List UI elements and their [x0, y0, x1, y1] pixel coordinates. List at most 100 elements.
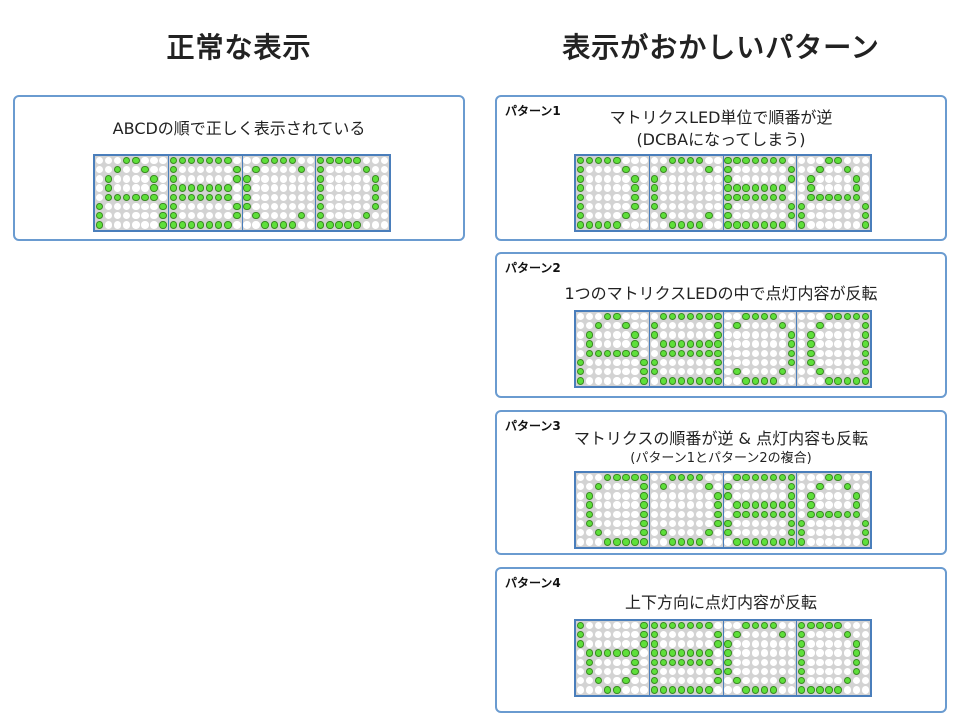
led-off: [233, 156, 241, 165]
led-off: [279, 202, 288, 211]
led-off: [187, 165, 196, 174]
led-off: [696, 640, 704, 648]
led-off: [733, 312, 741, 321]
led-off: [261, 202, 269, 211]
led-off: [640, 676, 648, 685]
led-off: [816, 184, 824, 192]
led-on: [733, 501, 741, 509]
led-matrix-c: [241, 156, 316, 230]
led-off: [843, 492, 851, 500]
led-off: [659, 676, 668, 685]
led-on: [594, 321, 603, 330]
led-display-pattern-1: [574, 154, 872, 232]
led-off: [631, 519, 639, 528]
led-off: [622, 340, 630, 348]
led-on: [714, 630, 722, 639]
led-off: [816, 312, 824, 321]
led-off: [714, 221, 722, 229]
led-off: [243, 211, 251, 220]
led-off: [816, 175, 824, 183]
led-off: [668, 184, 677, 192]
led-off: [852, 221, 860, 229]
led-off: [733, 649, 741, 657]
led-on: [668, 377, 677, 385]
led-off: [861, 640, 870, 648]
led-on: [640, 501, 648, 509]
led-on: [576, 165, 585, 174]
led-on: [659, 349, 668, 357]
led-off: [297, 193, 306, 201]
led-off: [113, 175, 122, 183]
led-off: [760, 358, 769, 367]
led-off: [576, 492, 585, 500]
led-on: [594, 349, 603, 357]
led-on: [178, 193, 187, 201]
led-on: [714, 501, 722, 509]
led-off: [843, 686, 851, 694]
led-on: [631, 340, 639, 348]
led-on: [594, 676, 603, 685]
led-off: [825, 211, 833, 220]
led-off: [714, 538, 722, 546]
led-on: [742, 473, 750, 482]
led-off: [604, 331, 612, 339]
led-off: [132, 202, 140, 211]
led-on: [585, 667, 594, 676]
led-on: [798, 519, 806, 528]
led-on: [243, 184, 251, 192]
led-off: [604, 640, 612, 648]
led-on: [714, 640, 722, 648]
led-on: [778, 156, 787, 165]
led-off: [576, 349, 585, 357]
led-off: [742, 340, 750, 348]
led-off: [834, 482, 842, 491]
led-off: [205, 165, 214, 174]
led-off: [677, 321, 686, 330]
led-off: [686, 640, 695, 648]
led-off: [261, 165, 269, 174]
led-off: [585, 175, 594, 183]
led-off: [861, 501, 870, 509]
led-off: [659, 630, 668, 639]
led-off: [852, 202, 860, 211]
led-on: [742, 510, 750, 518]
led-off: [344, 211, 352, 220]
led-off: [613, 211, 621, 220]
led-off: [760, 321, 769, 330]
led-on: [326, 221, 334, 229]
led-off: [733, 377, 741, 385]
led-off: [760, 211, 769, 220]
led-on: [604, 473, 612, 482]
led-on: [104, 193, 113, 201]
led-on: [668, 621, 677, 630]
led-off: [585, 538, 594, 546]
led-on: [733, 538, 741, 546]
led-off: [668, 482, 677, 491]
led-off: [604, 630, 612, 639]
led-off: [604, 367, 612, 376]
led-off: [798, 175, 806, 183]
led-off: [668, 175, 677, 183]
led-on: [724, 156, 732, 165]
led-off: [640, 649, 648, 657]
led-on: [834, 156, 842, 165]
led-off: [696, 321, 704, 330]
led-on: [714, 667, 722, 676]
led-off: [659, 184, 668, 192]
led-off: [622, 528, 630, 537]
led-on: [196, 156, 205, 165]
led-on: [631, 649, 639, 657]
led-on: [733, 630, 741, 639]
led-off: [760, 658, 769, 666]
led-on: [751, 510, 759, 518]
led-off: [861, 658, 870, 666]
led-off: [622, 621, 630, 630]
led-off: [834, 630, 842, 639]
led-off: [834, 658, 842, 666]
led-matrix-a-vflip: [576, 621, 649, 695]
led-on: [798, 667, 806, 676]
led-off: [178, 211, 187, 220]
led-off: [742, 165, 750, 174]
led-on: [742, 312, 750, 321]
led-on: [604, 686, 612, 694]
